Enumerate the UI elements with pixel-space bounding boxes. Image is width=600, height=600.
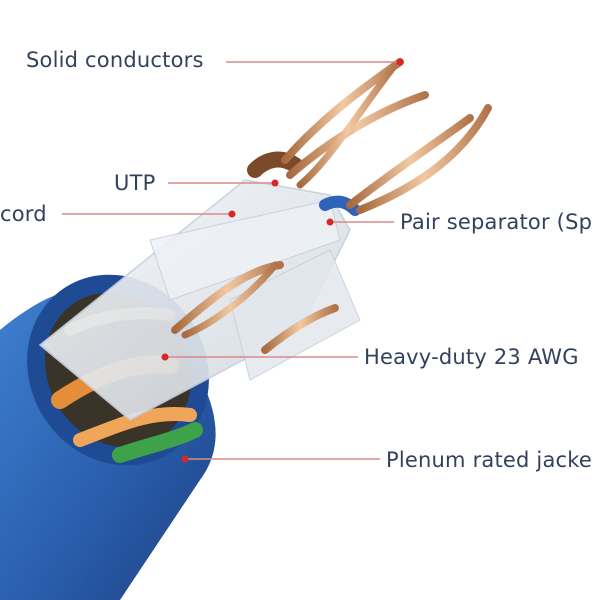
label-plenum-jacket: Plenum rated jacke: [386, 448, 593, 472]
leader-dots: [161, 58, 404, 463]
label-utp: UTP: [114, 171, 156, 195]
label-cord: cord: [0, 202, 47, 226]
leader-lines: [62, 61, 400, 460]
copper-conductors: [171, 58, 492, 354]
label-pair-separator: Pair separator (Sp: [400, 210, 593, 234]
label-solid-conductors: Solid conductors: [26, 48, 204, 72]
label-heavy-duty-awg: Heavy-duty 23 AWG: [364, 345, 579, 369]
